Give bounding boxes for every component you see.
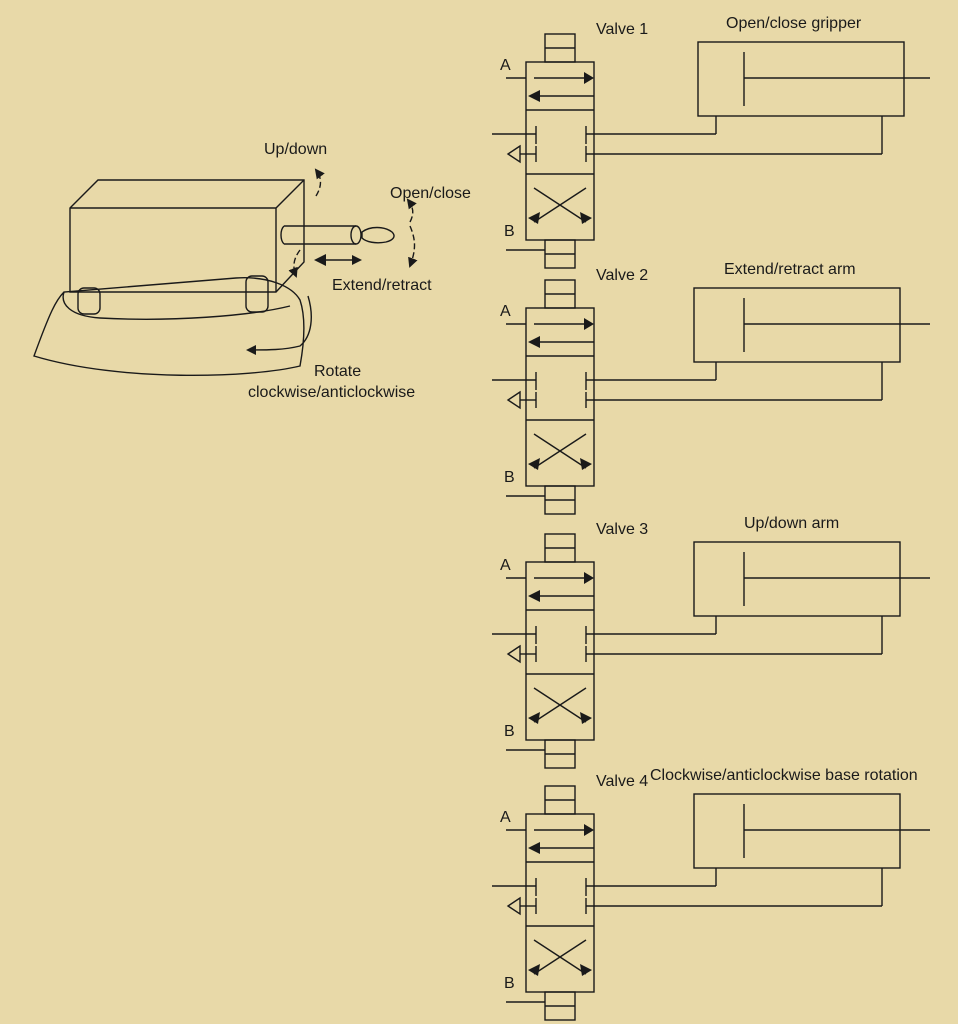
port-b-label: B [504, 469, 515, 486]
up-down-arrow-icon [314, 168, 325, 197]
port-b-label: B [504, 975, 515, 992]
cylinder [693, 287, 901, 363]
robot-arm-sketch: Up/down Open/close Extend/retract Rotate… [33, 141, 471, 401]
valve-name-label: Valve 2 [596, 267, 648, 284]
up-down-label: Up/down [264, 141, 327, 158]
valve-body [525, 307, 595, 487]
open-close-arrow-icon [408, 225, 418, 268]
robot-leg-right [245, 275, 269, 313]
exhaust-icon [506, 144, 521, 164]
robot-arm [280, 225, 356, 245]
port-b-label: B [504, 223, 515, 240]
exhaust-icon [506, 390, 521, 410]
cylinder [697, 41, 905, 117]
robot-leg-left [77, 287, 101, 315]
rotate-label: Rotate [314, 363, 361, 380]
exhaust-icon [506, 644, 521, 664]
robot-gripper [361, 226, 395, 244]
robot-base-top [62, 291, 291, 320]
cylinder [693, 793, 901, 869]
valve-name-label: Valve 4 [596, 773, 648, 790]
port-a-label: A [500, 57, 511, 74]
robot-body [69, 179, 305, 293]
cylinder-label: Clockwise/anticlockwise base rotation [650, 767, 918, 784]
port-b-label: B [504, 723, 515, 740]
cylinder [693, 541, 901, 617]
cylinder-label: Up/down arm [744, 515, 839, 532]
port-a-label: A [500, 303, 511, 320]
cylinder-label: Open/close gripper [726, 15, 862, 32]
exhaust-icon [506, 896, 521, 916]
valve-name-label: Valve 3 [596, 521, 648, 538]
extend-retract-label: Extend/retract [332, 277, 432, 294]
port-a-label: A [500, 557, 511, 574]
valve-body [525, 561, 595, 741]
cylinder-label: Extend/retract arm [724, 261, 856, 278]
robot-base [33, 277, 305, 377]
valve-body [525, 813, 595, 993]
port-a-label: A [500, 809, 511, 826]
rotate-direction-label: clockwise/anticlockwise [248, 384, 415, 401]
open-close-label: Open/close [390, 185, 471, 202]
valve-body [525, 61, 595, 241]
rotate-arrow-icon [246, 295, 312, 355]
valve-name-label: Valve 1 [596, 21, 648, 38]
